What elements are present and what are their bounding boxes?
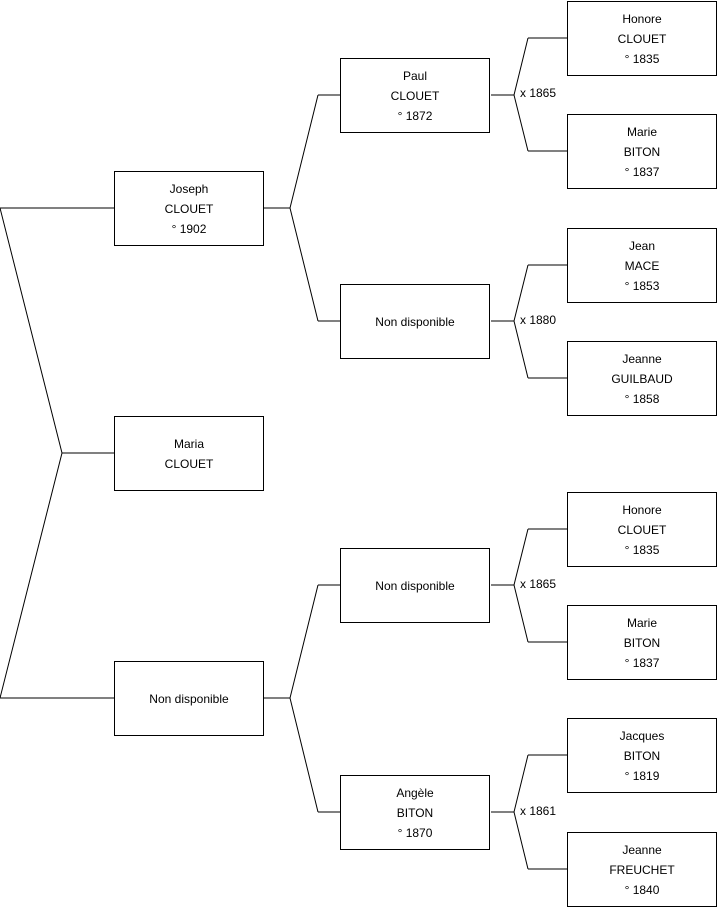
person-birth: ° 1872 xyxy=(397,108,433,123)
person-last-name: BITON xyxy=(396,805,434,820)
person-last-name: BITON xyxy=(623,748,661,763)
person-first-name: Angèle xyxy=(396,785,434,800)
person-first-name: Jacques xyxy=(619,728,665,743)
person-first-name: Joseph xyxy=(169,181,209,196)
person-box-fmm[interactable]: Jeanne GUILBAUD ° 1858 xyxy=(567,341,717,416)
person-birth: ° 1902 xyxy=(171,221,207,236)
person-birth: ° 1840 xyxy=(624,882,660,897)
person-last-name: BITON xyxy=(623,635,661,650)
person-box-mff[interactable]: Honore CLOUET ° 1835 xyxy=(567,492,717,567)
person-birth: ° 1837 xyxy=(624,164,660,179)
person-first-name: Marie xyxy=(626,124,657,139)
person-box-fm[interactable]: Non disponible xyxy=(340,284,490,359)
person-birth: ° 1837 xyxy=(624,655,660,670)
connector-mother xyxy=(289,584,319,813)
person-first-name: Non disponible xyxy=(149,691,229,706)
person-box-root[interactable]: Maria CLOUET xyxy=(114,416,264,491)
marriage-label: x 1865 xyxy=(519,577,558,591)
person-last-name: CLOUET xyxy=(390,88,440,103)
person-first-name: Honore xyxy=(622,11,662,26)
person-first-name: Non disponible xyxy=(375,578,455,593)
person-box-mmm[interactable]: Jeanne FREUCHET ° 1840 xyxy=(567,832,717,907)
person-last-name: CLOUET xyxy=(164,201,214,216)
person-first-name: Marie xyxy=(626,615,657,630)
person-box-fmf[interactable]: Jean MACE ° 1853 xyxy=(567,228,717,303)
connector-father xyxy=(289,94,319,322)
person-first-name: Jeanne xyxy=(622,351,662,366)
person-box-ffm[interactable]: Marie BITON ° 1837 xyxy=(567,114,717,189)
person-first-name: Paul xyxy=(402,68,428,83)
person-last-name: CLOUET xyxy=(617,31,667,46)
person-first-name: Jeanne xyxy=(622,842,662,857)
person-last-name: CLOUET xyxy=(617,522,667,537)
person-birth: ° 1870 xyxy=(397,825,433,840)
person-birth: ° 1835 xyxy=(624,542,660,557)
person-birth: ° 1858 xyxy=(624,391,660,406)
connector-root xyxy=(0,207,63,699)
person-box-mmf[interactable]: Jacques BITON ° 1819 xyxy=(567,718,717,793)
person-box-fff[interactable]: Honore CLOUET ° 1835 xyxy=(567,1,717,76)
person-box-father[interactable]: Joseph CLOUET ° 1902 xyxy=(114,171,264,246)
marriage-label: x 1865 xyxy=(519,86,558,100)
person-first-name: Non disponible xyxy=(375,314,455,329)
person-box-mm[interactable]: Angèle BITON ° 1870 xyxy=(340,775,490,850)
person-last-name: CLOUET xyxy=(164,456,214,471)
person-box-ff[interactable]: Paul CLOUET ° 1872 xyxy=(340,58,490,133)
person-box-mf[interactable]: Non disponible xyxy=(340,548,490,623)
person-first-name: Honore xyxy=(622,502,662,517)
person-last-name: GUILBAUD xyxy=(611,371,673,386)
person-birth: ° 1819 xyxy=(624,768,660,783)
person-birth: ° 1853 xyxy=(624,278,660,293)
marriage-label: x 1880 xyxy=(519,313,558,327)
person-last-name: MACE xyxy=(624,258,660,273)
person-box-mfm[interactable]: Marie BITON ° 1837 xyxy=(567,605,717,680)
person-birth: ° 1835 xyxy=(624,51,660,66)
marriage-label: x 1861 xyxy=(519,804,558,818)
person-box-mother[interactable]: Non disponible xyxy=(114,661,264,736)
person-last-name: FREUCHET xyxy=(609,862,675,877)
person-last-name: BITON xyxy=(623,144,661,159)
person-first-name: Jean xyxy=(628,238,656,253)
person-first-name: Maria xyxy=(173,436,204,451)
